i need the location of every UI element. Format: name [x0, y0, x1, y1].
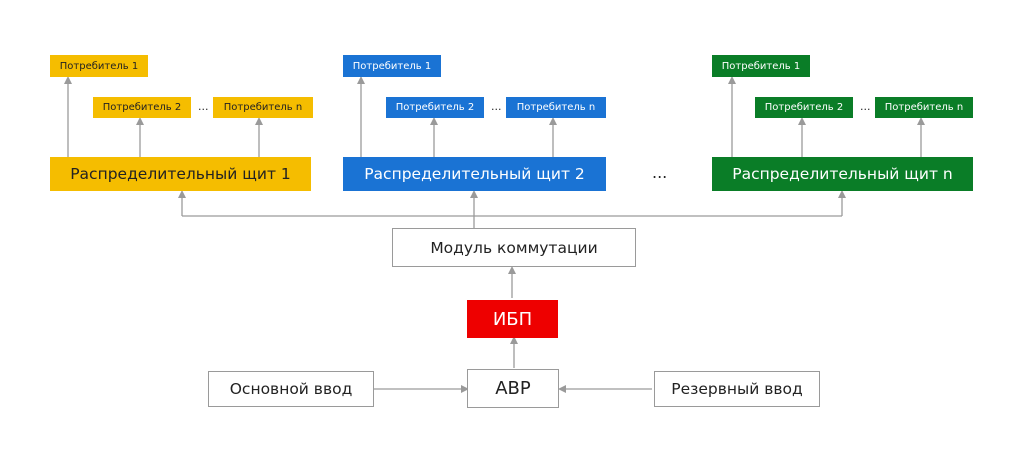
- consumer-2-group2: Потребитель 2: [386, 97, 484, 118]
- distribution-panel-2: Распределительный щит 2: [343, 157, 606, 191]
- ups-box: ИБП: [467, 300, 558, 338]
- consumer-ellipsis-group3: ...: [860, 100, 871, 113]
- consumer-ellipsis-group1: ...: [198, 100, 209, 113]
- main-input-box: Основной ввод: [208, 371, 374, 407]
- consumer-1-group3: Потребитель 1: [712, 55, 810, 77]
- ats-box: АВР: [467, 369, 559, 408]
- consumer-ellipsis-group2: ...: [491, 100, 502, 113]
- reserve-input-box: Резервный ввод: [654, 371, 820, 407]
- consumer-1-group1: Потребитель 1: [50, 55, 148, 77]
- distribution-panel-1: Распределительный щит 1: [50, 157, 311, 191]
- consumer-2-group1: Потребитель 2: [93, 97, 191, 118]
- consumer-2-group3: Потребитель 2: [755, 97, 853, 118]
- consumer-n-group3: Потребитель n: [875, 97, 973, 118]
- switching-module: Модуль коммутации: [392, 228, 636, 267]
- consumer-n-group2: Потребитель n: [506, 97, 606, 118]
- distribution-panel-n: Распределительный щит n: [712, 157, 973, 191]
- panels-ellipsis: ...: [652, 163, 668, 182]
- consumer-n-group1: Потребитель n: [213, 97, 313, 118]
- consumer-1-group2: Потребитель 1: [343, 55, 441, 77]
